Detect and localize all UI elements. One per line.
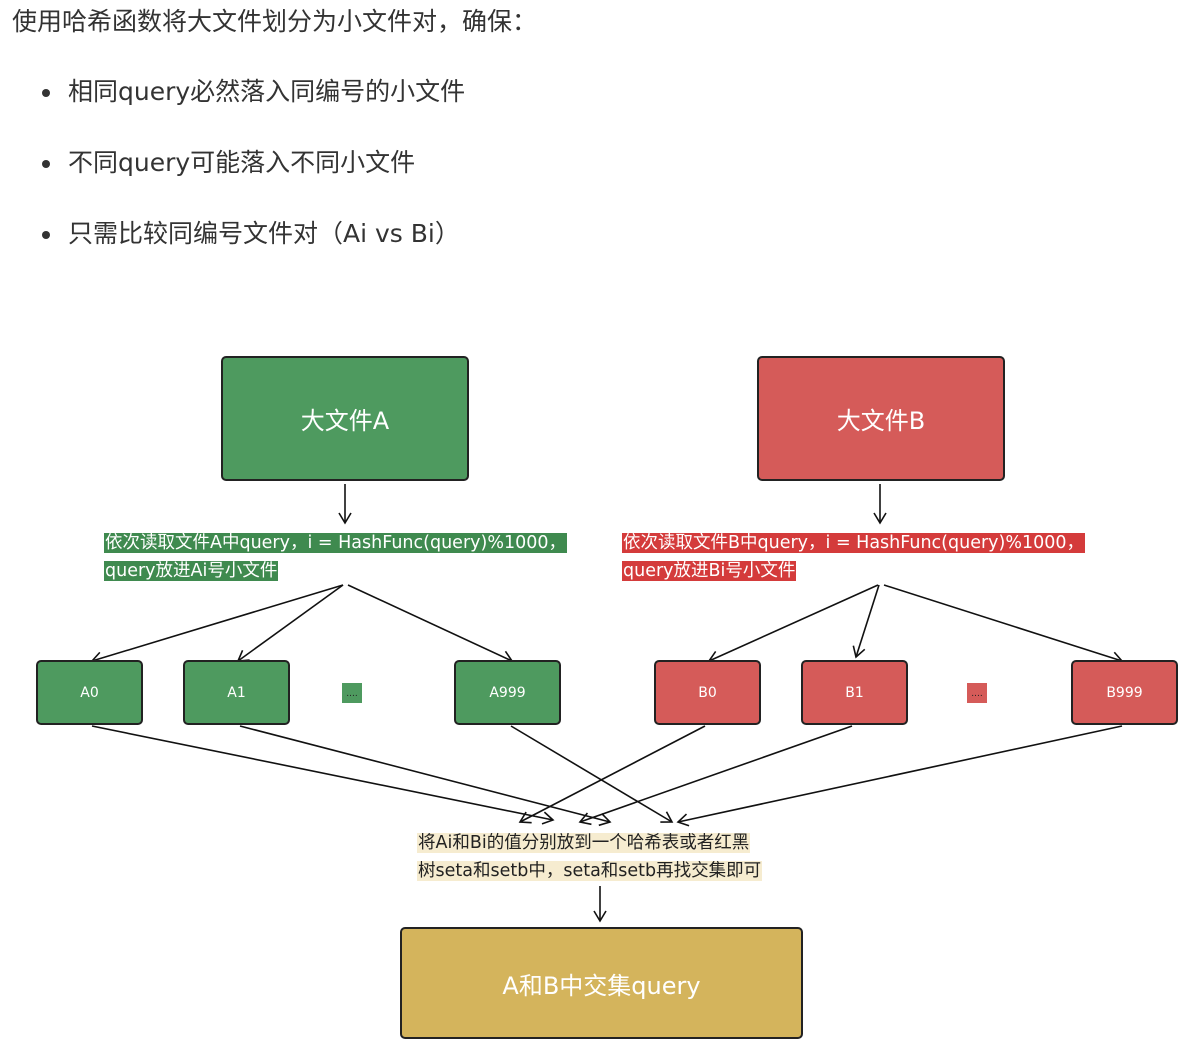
arrow-a1-merge [239, 725, 612, 827]
arrow-b999-merge [676, 725, 1123, 827]
arrow-to-b1 [852, 584, 880, 659]
merge-note-line-2: 树seta和setb中，seta和setb再找交集即可 [417, 861, 763, 881]
arrow-b1-merge [578, 725, 853, 826]
result-box: A和B中交集query [400, 927, 803, 1039]
small-file-b1: B1 [801, 660, 908, 725]
bullet-item: 不同query可能落入不同小文件 [42, 141, 465, 212]
hash-note-a-line-1: 依次读取文件A中query，i = HashFunc(query)%1000， [104, 533, 567, 553]
ellipsis-a: .... [342, 683, 362, 703]
hash-note-a: 依次读取文件A中query，i = HashFunc(query)%1000， … [104, 529, 567, 585]
small-file-a999: A999 [454, 660, 561, 725]
ellipsis-b: .... [967, 683, 987, 703]
bullet-dot-icon [42, 231, 50, 239]
small-file-b999: B999 [1071, 660, 1178, 725]
small-file-a1: A1 [183, 660, 290, 725]
bullet-item: 相同query必然落入同编号的小文件 [42, 70, 465, 141]
merge-note: 将Ai和Bi的值分别放到一个哈希表或者红黑 树seta和setb中，seta和s… [417, 829, 763, 885]
arrow-to-a1 [236, 584, 344, 662]
merge-note-line-1: 将Ai和Bi的值分别放到一个哈希表或者红黑 [417, 833, 751, 853]
arrow-to-a0 [90, 584, 344, 665]
hash-note-b: 依次读取文件B中query，i = HashFunc(query)%1000， … [622, 529, 1086, 585]
bullet-item: 只需比较同编号文件对（Ai vs Bi） [42, 212, 465, 283]
bullet-list: 相同query必然落入同编号的小文件 不同query可能落入不同小文件 只需比较… [42, 70, 465, 283]
bullet-text: 只需比较同编号文件对（Ai vs Bi） [68, 219, 460, 248]
intro-text: 使用哈希函数将大文件划分为小文件对，确保： [12, 7, 538, 36]
arrow-b0-merge [518, 725, 706, 824]
bullet-dot-icon [42, 160, 50, 168]
hash-note-b-line-1: 依次读取文件B中query，i = HashFunc(query)%1000， [622, 533, 1086, 553]
arrow-to-b0 [707, 584, 879, 664]
bullet-text: 不同query可能落入不同小文件 [68, 148, 416, 177]
arrow-a999-merge [510, 725, 674, 823]
bullet-dot-icon [42, 89, 50, 97]
arrow-to-a999 [347, 584, 514, 664]
big-file-a-box: 大文件A [221, 356, 469, 481]
hash-note-a-line-2: query放进Ai号小文件 [104, 561, 279, 581]
small-file-b0: B0 [654, 660, 761, 725]
big-file-b-box: 大文件B [757, 356, 1005, 481]
small-file-a0: A0 [36, 660, 143, 725]
bullet-text: 相同query必然落入同编号的小文件 [68, 77, 466, 106]
hash-note-b-line-2: query放进Bi号小文件 [622, 561, 797, 581]
arrow-a0-merge [91, 725, 555, 825]
arrow-to-b999 [883, 584, 1124, 665]
